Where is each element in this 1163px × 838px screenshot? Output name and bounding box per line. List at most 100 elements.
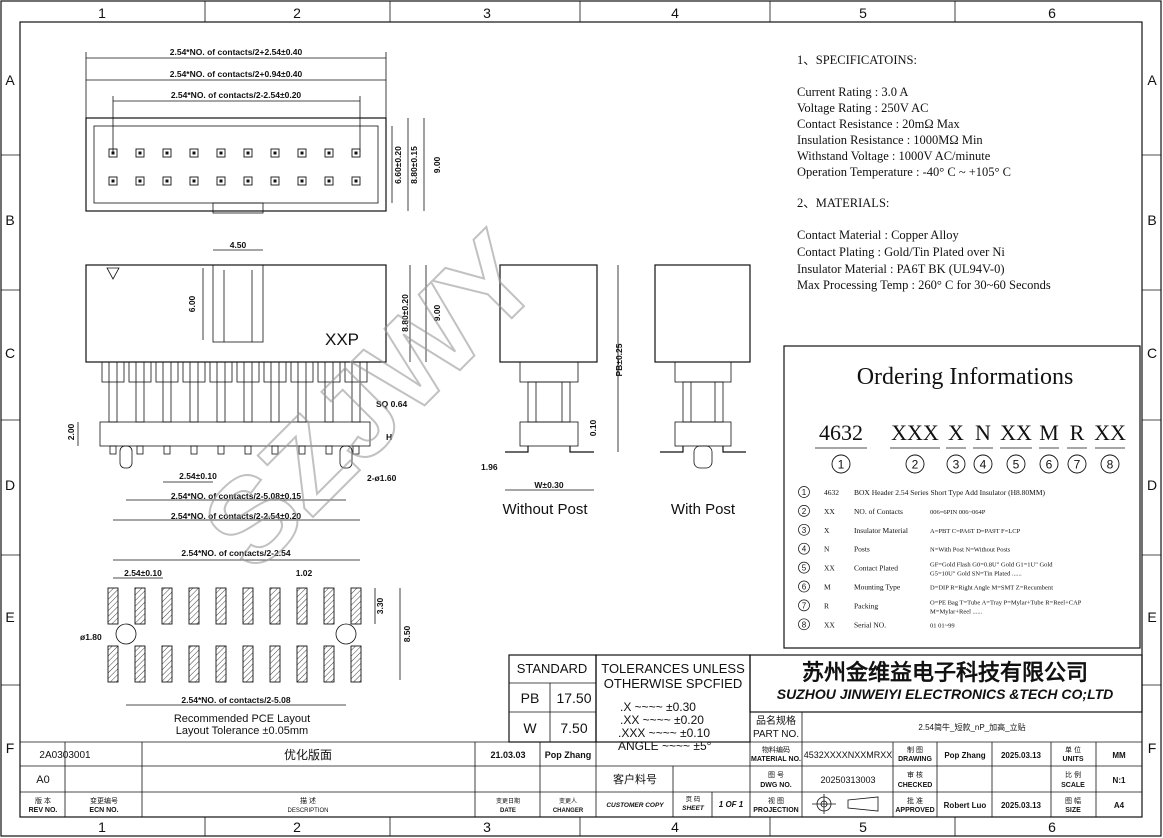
units-value: MM (1112, 751, 1126, 760)
row-label-f-right: F (1148, 740, 1157, 756)
projection-label: PROJECTION (753, 807, 799, 814)
projection-symbol-icon (812, 794, 879, 814)
top-pin (189, 148, 199, 158)
row-desc: Serial NO. (854, 620, 886, 629)
ecn-header-cn: 变更编号 (90, 796, 118, 805)
dim-front-height: 8.80±0.20 (400, 294, 410, 332)
dim-w: W±0.30 (534, 480, 564, 490)
material-line-4: Max Processing Temp : 260° C for 30~60 S… (797, 278, 1051, 292)
code-circle (1006, 454, 1026, 474)
row-circle (798, 599, 810, 612)
code-circle (1039, 454, 1059, 474)
specifications: 1、SPECIFICATOINS: Current Rating : 3.0 A… (797, 53, 1051, 292)
date-header-cn: 变更日期 (496, 797, 520, 805)
pcb-pad (161, 587, 173, 625)
dim-top-width-2: 8.80±0.15 (409, 146, 419, 184)
row-circle (798, 505, 810, 517)
code-circle (1100, 454, 1120, 474)
row-desc: BOX Header 2.54 Series Short Type Add In… (854, 488, 1045, 497)
row-code: XX (824, 564, 835, 573)
top-pin (270, 148, 280, 158)
pcb-pad (350, 645, 362, 683)
top-pin-core (165, 179, 169, 183)
row-code: 4632 (824, 488, 839, 497)
code-circle-number: 6 (1046, 458, 1053, 472)
row-desc: Insulator Material (854, 526, 908, 535)
company-name-en: SUZHOU JINWEIYI ELECTRONICS &TECH CO;LTD (777, 686, 1114, 702)
units-label-cn: 单 位 (1065, 745, 1081, 754)
front-pin (108, 361, 118, 423)
code-part-3: X (948, 420, 964, 445)
front-pin-collar (209, 361, 233, 383)
dim-foot: 1.96 (481, 462, 498, 472)
front-pin-foot (136, 445, 144, 455)
row-code: M (824, 583, 831, 592)
row-circle (798, 618, 810, 631)
col-label-5: 5 (859, 5, 867, 21)
dim-top-width: 6.60±0.20 (393, 146, 403, 184)
row-label-d-right: D (1147, 477, 1157, 493)
row-code: R (824, 601, 829, 610)
with-post-label: With Post (671, 501, 736, 518)
pcb-pad (215, 587, 227, 625)
code-circle-number: 2 (912, 458, 919, 472)
pcb-caption-2: Layout Tolerance ±0.05mm (176, 725, 308, 737)
row-number: 4 (802, 545, 807, 554)
approved-name: Robert Luo (944, 801, 987, 810)
standard-val-w: 7.50 (560, 720, 587, 736)
col-label-5-bottom: 5 (859, 819, 867, 835)
col-label-4-bottom: 4 (671, 819, 679, 835)
changer-header: CHANGER (553, 808, 584, 814)
dim-pad-width: 1.02 (296, 568, 313, 578)
code-part-2: XXX (891, 420, 939, 445)
dim-row-span: 8.50 (402, 625, 412, 642)
checked-label-cn: 审 核 (907, 770, 923, 779)
row-options: 01 01~99 (930, 622, 955, 629)
rev-header-cn: 版 本 (35, 796, 51, 805)
approved-label: APPROVED (895, 807, 934, 814)
front-pin-foot (109, 445, 117, 455)
top-pin (351, 148, 361, 158)
row-number: 5 (802, 564, 807, 573)
col-label-4: 4 (671, 5, 679, 21)
rev-header: REV NO. (29, 807, 58, 814)
dim-pad-length: 3.30 (375, 597, 385, 614)
top-pin-core (219, 179, 223, 183)
drawing-name: Pop Zhang (944, 751, 985, 760)
pcb-pads (107, 587, 362, 683)
top-pin (243, 176, 253, 186)
col-label-2-bottom: 2 (293, 819, 301, 835)
top-pin-core (300, 179, 304, 183)
front-pin (216, 361, 226, 423)
col-label-3: 3 (483, 5, 491, 21)
part-no-value: 2.54简牛_短款_nP_加高_立贴 (918, 722, 1025, 732)
front-pin-collar (263, 361, 287, 383)
scale-label: SCALE (1061, 782, 1085, 789)
material-line-1: Contact Material : Copper Alloy (797, 228, 960, 242)
row-code: XX (824, 507, 835, 516)
row-label-a: A (5, 72, 15, 88)
col-label-1: 1 (98, 5, 106, 21)
rev-no-value: A0 (36, 774, 49, 786)
row-desc: Contact Plated (854, 564, 898, 573)
dwg-value: 20250313003 (820, 775, 875, 785)
row-circle (798, 561, 810, 574)
code-circle (1067, 454, 1087, 474)
row-label-c-right: C (1147, 345, 1157, 361)
top-view: 2.54*NO. of contacts/2+2.54±0.40 2.54*NO… (85, 47, 442, 214)
dim-post-hole: ø1.80 (80, 632, 102, 642)
scale-label-cn: 比 例 (1065, 770, 1081, 779)
dim-standoff: 2.00 (66, 423, 76, 440)
spec-line-3: Contact Resistance : 20mΩ Max (797, 117, 960, 131)
dim-top-overall: 2.54*NO. of contacts/2+2.54±0.40 (170, 47, 303, 57)
row-label-d: D (5, 477, 15, 493)
grid-labels: 1 2 3 4 5 6 1 2 3 4 5 6 A B C D E F A B … (5, 5, 1157, 835)
ordering-informations: Ordering Informations 4632 XXX X N XX M … (783, 345, 1141, 649)
dim-key-width: 4.50 (230, 240, 247, 250)
row-desc: Posts (854, 545, 870, 554)
row-number: 3 (802, 526, 807, 535)
spec-line-2: Voltage Rating : 250V AC (797, 101, 929, 115)
row-label-e-right: E (1147, 609, 1156, 625)
pcb-pad (242, 587, 254, 625)
